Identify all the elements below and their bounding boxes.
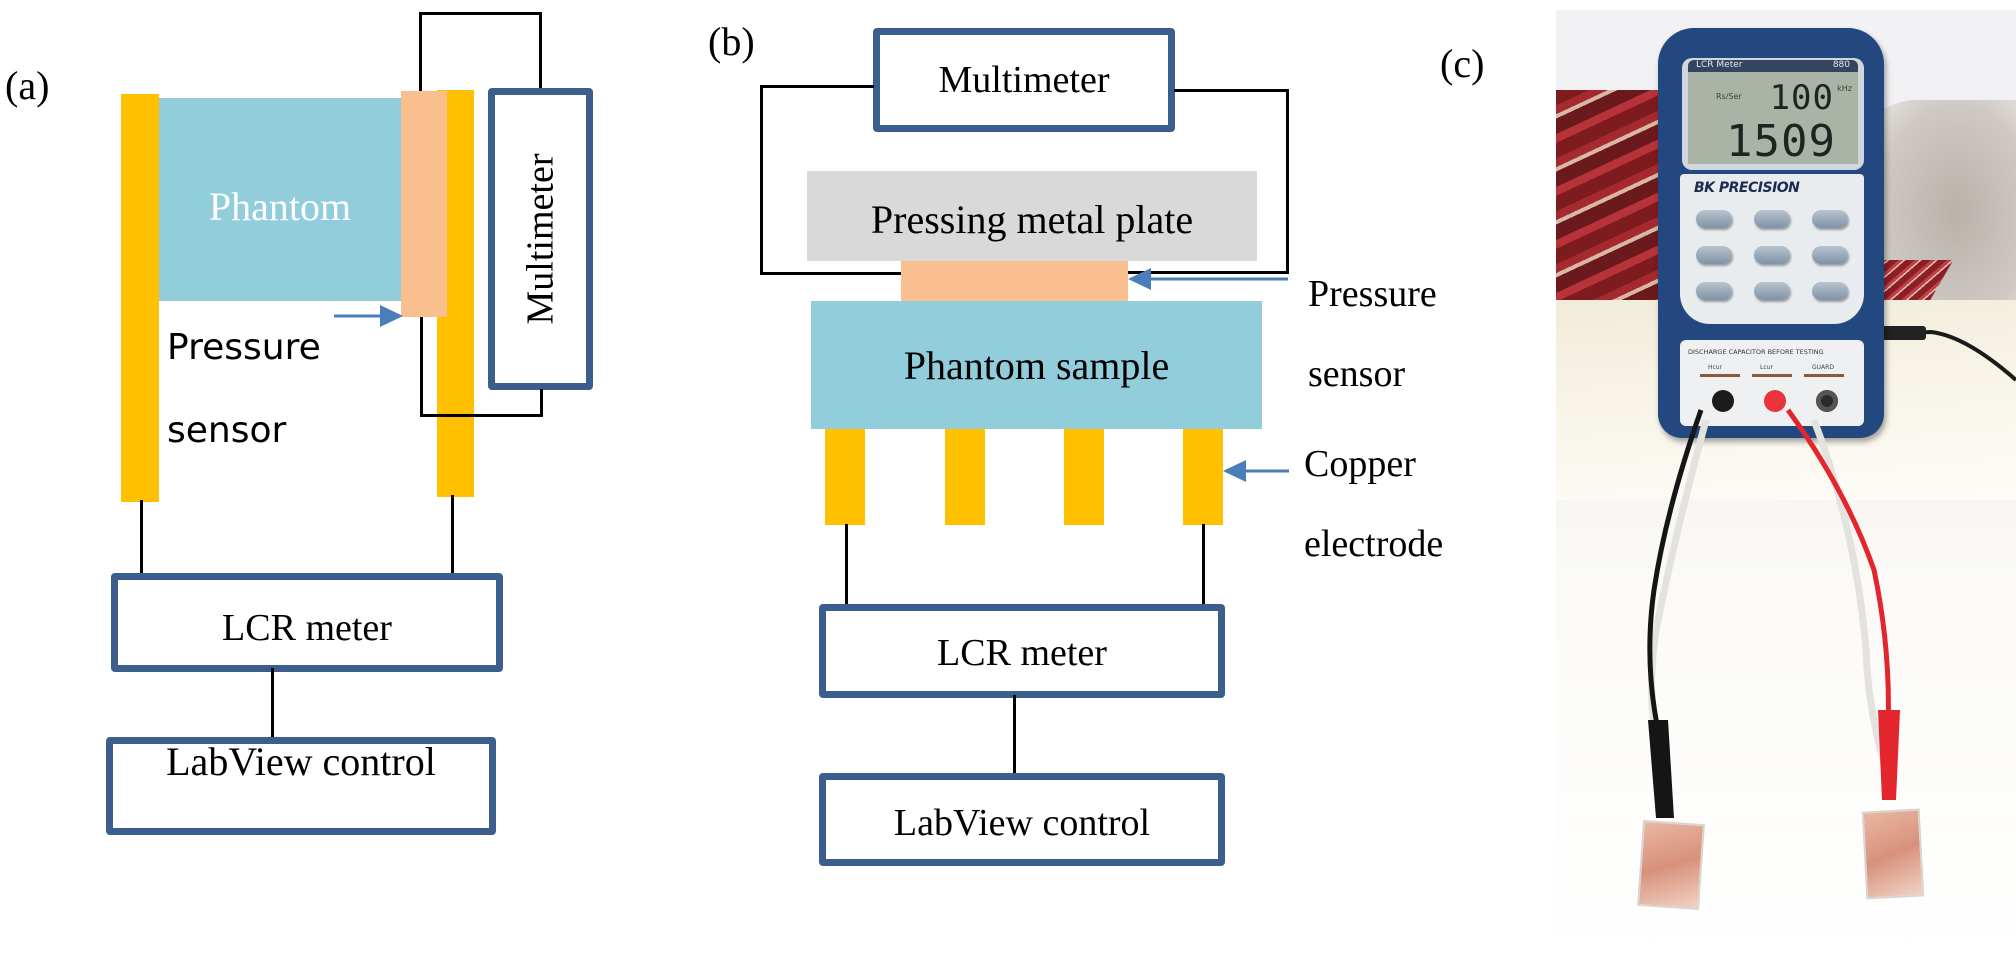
secondary-reading: 1509 <box>1726 116 1836 167</box>
panel-a-label: (a) <box>5 63 50 108</box>
arrow-icon <box>334 305 403 327</box>
wire-a-bottom-left <box>420 317 423 417</box>
copper-electrode-label-1: Copper <box>1304 443 1416 485</box>
panel-c-label: (c) <box>1440 41 1485 86</box>
key-down[interactable] <box>1812 282 1848 300</box>
wire-a-lcr-labview <box>271 668 274 740</box>
phantom-sample-b: Phantom sample <box>811 301 1262 429</box>
power-cable <box>1876 326 2016 382</box>
wire-b-lcr-right <box>1202 524 1205 606</box>
lcr-meter-box-b: LCR meter <box>819 604 1225 698</box>
arrow-icon <box>1223 460 1289 482</box>
pressure-sensor-b <box>901 261 1128 302</box>
jack-black[interactable] <box>1712 390 1734 412</box>
lcr-meter-box-a: LCR meter <box>111 573 503 672</box>
multimeter-box-b: Multimeter <box>873 28 1175 132</box>
phantom-a <box>159 98 401 301</box>
wire-a-bottom <box>420 414 543 417</box>
key-power[interactable] <box>1696 210 1732 228</box>
wire-b-top-left <box>760 85 874 88</box>
key-5[interactable] <box>1754 246 1790 264</box>
phantom-sample-b-label: Phantom sample <box>903 342 1170 388</box>
primary-reading: 100 <box>1769 78 1834 118</box>
arrow-icon <box>1128 268 1288 290</box>
wire-a-bottom-right <box>540 389 543 417</box>
copper-electrode-right <box>1861 808 1925 900</box>
pressure-sensor-a-label-2: sensor <box>167 410 287 451</box>
multimeter-box-a: Multimeter <box>488 88 593 390</box>
terminal-label-3: GUARD <box>1812 364 1834 371</box>
lcd-label-series: Rs/Ser <box>1716 92 1742 101</box>
copper-electrode-left <box>1637 819 1705 911</box>
panel-b-label: (b) <box>708 19 755 64</box>
terminal-label-1: Hcur <box>1708 364 1723 371</box>
lcd-label-unit: kHz <box>1837 84 1852 93</box>
multimeter-b-label: Multimeter <box>938 59 1110 101</box>
device-title: LCR Meter <box>1696 60 1743 70</box>
lcd-display: LCR Meter 880 Rs/Ser kHz 100 1509 <box>1682 58 1864 170</box>
warning-text: DISCHARGE CAPACITOR BEFORE TESTING <box>1688 348 1824 356</box>
jack-guard[interactable] <box>1816 390 1838 412</box>
key-up[interactable] <box>1812 246 1848 264</box>
brand-logo: BK PRECISION <box>1694 180 1800 196</box>
electrode-b-1 <box>825 429 865 525</box>
wire-a-top-left <box>419 12 422 92</box>
electrode-b-4 <box>1183 429 1223 525</box>
wire-b-bottom-left <box>760 272 902 275</box>
labview-box-a: LabView control <box>106 737 496 835</box>
wire-b-lcr-left <box>845 524 848 606</box>
labview-a-label: LabView control <box>166 739 436 784</box>
terminal-label-2: Lcur <box>1760 364 1773 371</box>
wire-b-bottom-right <box>1127 271 1289 274</box>
phantom-a-label: Phantom <box>208 184 352 229</box>
pressure-sensor-b-label-1: Pressure <box>1308 273 1437 315</box>
pressure-sensor-a <box>401 91 447 317</box>
lcr-meter-b-label: LCR meter <box>937 632 1107 674</box>
electrode-b-2 <box>945 429 985 525</box>
key-2[interactable] <box>1754 210 1790 228</box>
electrode-a-left <box>121 94 159 502</box>
multimeter-a-label: Multimeter <box>519 153 562 325</box>
pressure-sensor-b-label-2: sensor <box>1308 353 1406 395</box>
metal-plate-b: Pressing metal plate <box>807 171 1257 261</box>
key-8[interactable] <box>1754 282 1790 300</box>
key-7[interactable] <box>1696 282 1732 300</box>
wire-b-lcr-labview <box>1013 695 1016 775</box>
jack-red[interactable] <box>1764 390 1786 412</box>
electrode-b-3 <box>1064 429 1104 525</box>
wire-a-lcr-right <box>451 495 454 574</box>
wire-a-lcr-left <box>140 500 143 574</box>
lcr-meter-device: LCR Meter 880 Rs/Ser kHz 100 1509 BK PRE… <box>1658 28 1884 438</box>
labview-box-b: LabView control <box>819 773 1225 866</box>
wire-a-top-right <box>539 12 542 92</box>
wire-b-right <box>1286 89 1289 274</box>
lcr-meter-a-label: LCR meter <box>222 606 392 649</box>
key-4[interactable] <box>1696 246 1732 264</box>
pressure-sensor-a-label-1: Pressure <box>167 327 321 368</box>
wire-b-left <box>760 85 763 275</box>
metal-plate-b-label: Pressing metal plate <box>870 196 1194 242</box>
lcr-meter-photo: LCR Meter 880 Rs/Ser kHz 100 1509 BK PRE… <box>1556 10 2016 965</box>
wire-a-top <box>419 12 542 15</box>
terminal-panel: DISCHARGE CAPACITOR BEFORE TESTING Hcur … <box>1680 340 1864 426</box>
keypad: BK PRECISION <box>1680 174 1864 324</box>
labview-b-label: LabView control <box>893 801 1151 844</box>
key-3[interactable] <box>1812 210 1848 228</box>
device-model: 880 <box>1832 60 1850 70</box>
copper-electrode-label-2: electrode <box>1304 523 1444 565</box>
test-leads <box>1647 408 1900 818</box>
wire-b-top-right <box>1174 89 1289 92</box>
